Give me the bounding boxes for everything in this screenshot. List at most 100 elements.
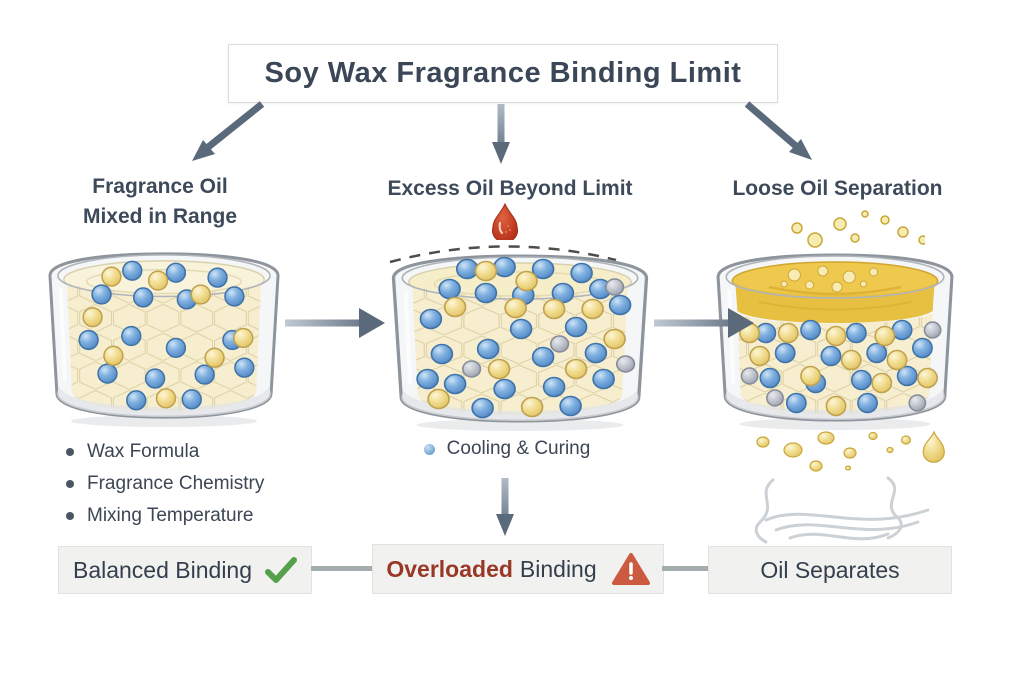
fragrance-spheres-group (78, 260, 255, 411)
stage1-header: Fragrance Oil Mixed in Range (35, 172, 285, 232)
yellow-fragrance-sphere (487, 358, 511, 380)
blue-fragrance-sphere (542, 376, 566, 398)
wax-container-overloaded (391, 254, 649, 431)
page-title: Soy Wax Fragrance Binding Limit (264, 57, 742, 89)
blue-fragrance-sphere (564, 316, 588, 338)
process-row: Cooling & Curing (402, 438, 612, 460)
blue-fragrance-sphere (551, 282, 575, 304)
gray-fragrance-sphere (549, 335, 570, 353)
blue-fragrance-sphere (78, 329, 99, 351)
blue-fragrance-sphere (194, 364, 215, 385)
yellow-fragrance-sphere (101, 266, 122, 287)
blue-fragrance-sphere (584, 342, 608, 364)
blue-fragrance-sphere (416, 368, 439, 390)
yellow-fragrance-sphere (233, 327, 254, 349)
blue-fragrance-sphere (234, 357, 255, 378)
gray-fragrance-sphere (461, 360, 482, 378)
blue-sphere-bullet (423, 443, 435, 455)
blue-fragrance-sphere (430, 343, 454, 365)
arrow-title-to-stage3 (744, 101, 812, 160)
stage3-header: Loose Oil Separation (732, 177, 943, 200)
wax-container-separated (716, 253, 954, 430)
gray-fragrance-sphere (740, 367, 759, 385)
factor-label: Mixing Temperature (87, 505, 254, 526)
blue-fragrance-sphere (800, 319, 822, 341)
connector-line-left (311, 566, 372, 571)
steam-swirl-lines (754, 476, 930, 544)
stage2-header: Excess Oil Beyond Limit (387, 177, 633, 200)
stage1-header-line1: Fragrance Oil (92, 175, 228, 198)
blue-fragrance-sphere (474, 282, 498, 304)
yellow-fragrance-sphere (581, 298, 604, 320)
oil-droplets (756, 430, 945, 472)
factor-item: Wax Formula (66, 436, 326, 468)
blue-fragrance-sphere (471, 397, 494, 419)
flow-arrow-stage1-to-stage2 (285, 308, 385, 338)
blue-fragrance-sphere (896, 365, 918, 387)
binding-limit-dashed-arc (389, 245, 617, 264)
factor-list: Wax Formula Fragrance Chemistry Mixing T… (66, 436, 326, 532)
blue-fragrance-sphere (443, 373, 467, 395)
gray-fragrance-sphere (615, 355, 636, 373)
yellow-fragrance-sphere (542, 298, 566, 320)
yellow-fragrance-sphere (874, 325, 896, 347)
gray-fragrance-sphere (908, 394, 927, 412)
outcome-separated-label: Oil Separates (760, 556, 900, 583)
bullet-dot (66, 480, 74, 488)
oil-surface-bubbles (780, 265, 879, 293)
blue-fragrance-sphere (181, 389, 202, 410)
blue-fragrance-sphere (144, 368, 166, 389)
arrow-title-to-stage2 (492, 104, 510, 164)
blue-fragrance-sphere (419, 308, 443, 330)
blue-fragrance-sphere (509, 318, 533, 340)
blue-fragrance-sphere (438, 278, 461, 300)
warning-icon (611, 553, 650, 585)
yellow-fragrance-sphere (443, 296, 467, 318)
stage1-header-line2: Mixed in Range (82, 205, 238, 228)
blue-fragrance-sphere (493, 256, 516, 278)
gray-fragrance-sphere (766, 389, 784, 407)
outcome-box-separated: Oil Separates (708, 546, 952, 594)
yellow-fragrance-sphere (603, 328, 626, 350)
blue-fragrance-sphere (912, 337, 933, 359)
factor-label: Fragrance Chemistry (87, 473, 265, 494)
blue-fragrance-sphere (165, 337, 187, 359)
blue-fragrance-sphere (91, 284, 112, 305)
gray-fragrance-sphere (923, 321, 942, 339)
outcome-box-balanced: Balanced Binding (58, 546, 312, 594)
blue-fragrance-sphere (785, 392, 807, 414)
yellow-fragrance-sphere (103, 345, 124, 366)
yellow-fragrance-sphere (886, 349, 908, 371)
yellow-fragrance-sphere (825, 325, 847, 347)
blue-fragrance-sphere (97, 363, 118, 384)
blue-fragrance-sphere (207, 267, 228, 288)
blue-fragrance-sphere (851, 369, 872, 391)
yellow-fragrance-sphere (800, 365, 822, 387)
blue-fragrance-sphere (224, 286, 245, 307)
factor-label: Wax Formula (87, 441, 200, 462)
bullet-dot (66, 512, 74, 520)
yellow-fragrance-sphere (564, 358, 588, 380)
yellow-fragrance-sphere (190, 284, 211, 305)
process-label: Cooling & Curing (446, 438, 591, 459)
yellow-fragrance-sphere (871, 372, 893, 394)
title-box: Soy Wax Fragrance Binding Limit (228, 44, 778, 103)
factor-item: Fragrance Chemistry (66, 468, 326, 500)
wax-container-in-range (48, 252, 280, 428)
gray-fragrance-sphere (604, 278, 625, 296)
blue-fragrance-sphere (531, 346, 555, 368)
yellow-fragrance-sphere (155, 388, 177, 409)
blue-fragrance-sphere (476, 338, 500, 360)
blue-fragrance-sphere (866, 342, 888, 364)
blue-fragrance-sphere (455, 258, 479, 280)
blue-fragrance-sphere (845, 322, 867, 344)
red-oil-droplet-icon (492, 202, 518, 240)
yellow-fragrance-sphere (840, 349, 862, 371)
blue-fragrance-sphere (493, 378, 516, 400)
blue-fragrance-sphere (820, 345, 842, 367)
arrow-process-to-outcome (496, 478, 514, 536)
bullet-dot (66, 448, 74, 456)
blue-fragrance-sphere (133, 287, 154, 308)
blue-fragrance-sphere (891, 319, 913, 341)
